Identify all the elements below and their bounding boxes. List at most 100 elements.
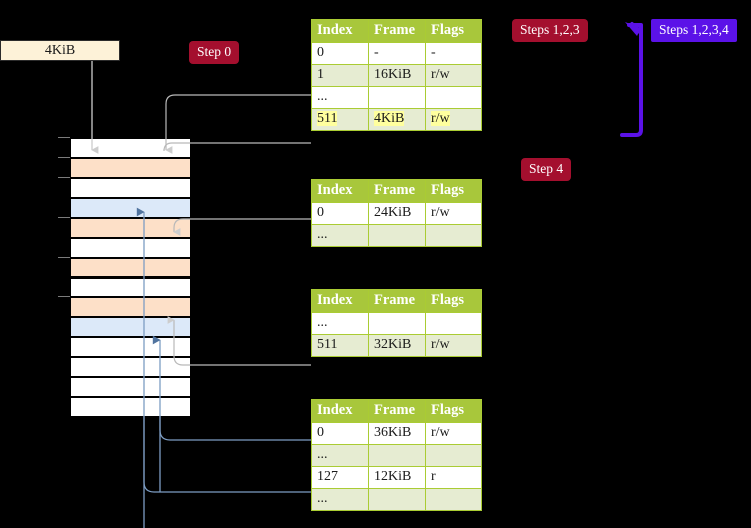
table-cell	[368, 86, 426, 110]
memory-frame-row	[71, 257, 190, 278]
table-cell: 12KiB	[368, 466, 426, 490]
connector-pt-0-to-memory	[159, 416, 311, 441]
connector-pd-511-to-memory	[167, 316, 311, 366]
memory-row-tick	[58, 216, 70, 218]
table-cell: ...	[311, 488, 369, 512]
memory-frame-row	[71, 357, 190, 378]
table-row[interactable]: ...	[311, 444, 482, 468]
column-header-index: Index	[311, 179, 369, 203]
memory-row-tick	[58, 256, 70, 258]
table-cell: 32KiB	[368, 334, 426, 358]
table-cell: 4KiB	[368, 108, 426, 132]
table-cell	[425, 311, 482, 336]
memory-frame-row	[71, 177, 190, 198]
memory-row-tick	[58, 296, 70, 298]
table-cell	[368, 224, 426, 248]
table-cell: 0	[311, 421, 369, 446]
table-row[interactable]: ...	[311, 224, 482, 248]
table-cell	[368, 311, 426, 336]
table-cell: r/w	[425, 64, 482, 88]
steps-123-badge: Steps 1,2,3	[512, 19, 588, 42]
table-cell: 511	[311, 108, 369, 132]
table-cell: 0	[311, 201, 369, 226]
table-cell: 0	[311, 41, 369, 66]
step-4-badge: Step 4	[521, 158, 572, 181]
column-header-flags: Flags	[425, 289, 482, 313]
connector-pdpt-0-to-memory	[173, 218, 311, 236]
table-cell	[368, 488, 426, 512]
column-header-frame: Frame	[368, 179, 426, 203]
table-cell: r	[425, 466, 482, 490]
table-cell	[368, 444, 426, 468]
column-header-frame: Frame	[368, 399, 426, 423]
highlighted-value: r/w	[431, 111, 450, 127]
table-cell: 511	[311, 334, 369, 358]
table-row[interactable]: ...	[311, 311, 482, 336]
table-row[interactable]: ...	[311, 86, 482, 110]
column-header-flags: Flags	[425, 179, 482, 203]
violet-hook-arrow	[620, 22, 643, 137]
table-cell: 16KiB	[368, 64, 426, 88]
table-row[interactable]: 0--	[311, 41, 482, 66]
table-cell	[425, 444, 482, 468]
physical-memory-column	[70, 137, 191, 417]
table-cell: r/w	[425, 421, 482, 446]
memory-frame-row	[71, 317, 190, 338]
table-cell: r/w	[425, 108, 482, 132]
memory-row-tick	[58, 137, 70, 138]
step-4-label: Step 4	[529, 161, 564, 176]
highlighted-value: 4KiB	[374, 111, 405, 127]
table-cell	[425, 86, 482, 110]
page-frame-box: 4KiB	[0, 40, 120, 61]
page-frame-label: 4KiB	[44, 42, 76, 58]
violet-hook-tip	[625, 22, 641, 36]
table-cell: -	[425, 41, 482, 66]
memory-frame-row	[71, 197, 190, 218]
table-cell: 1	[311, 64, 369, 88]
column-header-index: Index	[311, 19, 369, 43]
memory-frame-row	[71, 217, 190, 238]
memory-frame-row	[71, 397, 190, 417]
table-cell: r/w	[425, 334, 482, 358]
table-cell: -	[368, 41, 426, 66]
steps-1234-badge: Steps 1,2,3,4	[651, 19, 737, 42]
step-0-badge: Step 0	[189, 41, 240, 64]
memory-frame-row	[71, 237, 190, 258]
highlighted-value: 511	[317, 111, 338, 127]
memory-row-tick	[58, 176, 70, 178]
table-cell: ...	[311, 224, 369, 248]
memory-frame-row	[71, 138, 190, 158]
memory-frame-row	[71, 337, 190, 358]
table-cell: 127	[311, 466, 369, 490]
table-row[interactable]: ...	[311, 488, 482, 512]
column-header-frame: Frame	[368, 289, 426, 313]
column-header-frame: Frame	[368, 19, 426, 43]
table-row[interactable]: 511 4KiB r/w	[311, 108, 482, 132]
violet-hook-arrowhead	[627, 23, 643, 39]
table-cell: ...	[311, 86, 369, 110]
table-cell	[425, 224, 482, 248]
table-cell: ...	[311, 444, 369, 468]
memory-frame-row	[71, 157, 190, 178]
step-0-label: Step 0	[197, 44, 232, 59]
memory-frame-row	[71, 377, 190, 398]
table-cell: ...	[311, 311, 369, 336]
steps-1234-label: Steps 1,2,3,4	[659, 22, 729, 37]
memory-frame-row	[71, 277, 190, 298]
table-cell	[425, 488, 482, 512]
column-header-flags: Flags	[425, 19, 482, 43]
column-header-index: Index	[311, 289, 369, 313]
